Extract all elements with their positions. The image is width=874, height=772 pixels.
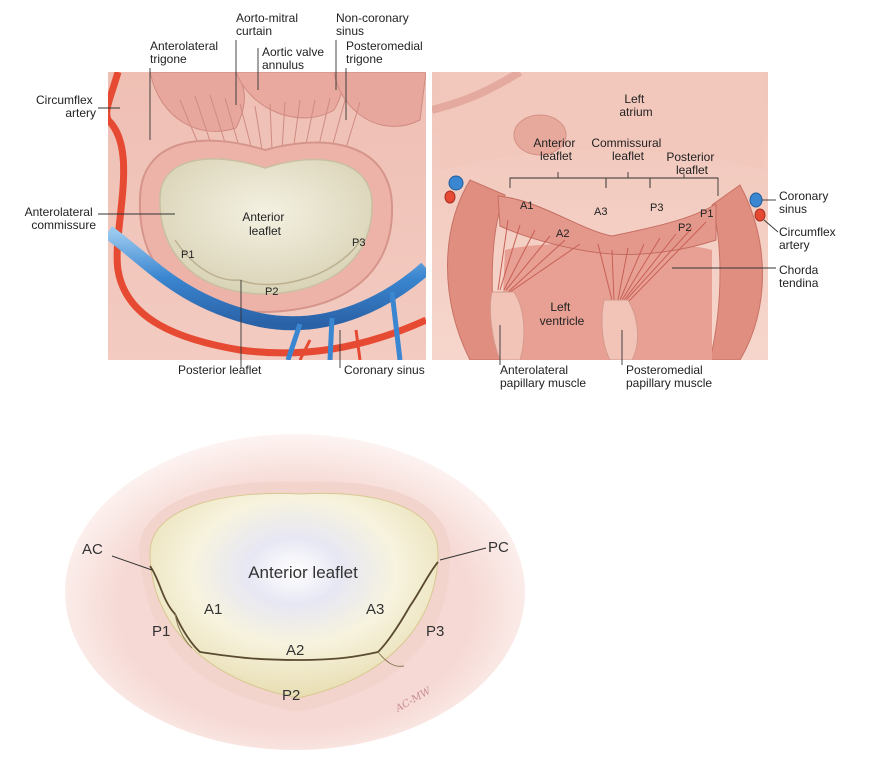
- label-p2-b: P2: [678, 222, 691, 234]
- circumflex-artery-upper: [108, 72, 122, 120]
- circumflex-dot-left: [444, 190, 456, 204]
- scallop-p1: [174, 613, 193, 649]
- surgical-view-panel: Anterior leaflet AC PC A1 A2 A3 P1 P2 P3…: [65, 434, 525, 750]
- label-anterior-leaflet-a: Anterior leaflet: [242, 210, 287, 238]
- label-ac: AC: [82, 541, 103, 558]
- label-coronary-sinus-b: Coronary sinus: [779, 189, 832, 216]
- leader-ac: [111, 555, 153, 571]
- posteromedial-papillary-muscle: [601, 299, 639, 360]
- label-p3-a: P3: [352, 237, 365, 249]
- chordae-tendineae: [497, 219, 707, 303]
- scallop-p3: [377, 651, 405, 667]
- leader-circumflex-b: [763, 219, 779, 233]
- label-posterior-leaflet-b: Posterior leaflet: [666, 150, 717, 177]
- label-circumflex-artery-a: Circumflex artery: [36, 93, 96, 120]
- coronary-sinus-dot-right: [749, 192, 763, 208]
- anterior-leaflet: [159, 158, 373, 295]
- label-p3-b: P3: [650, 202, 663, 214]
- coronary-sinus-vessel: [108, 226, 426, 331]
- label-a3-b: A3: [594, 206, 607, 218]
- label-posterior-leaflet: Posterior leaflet: [178, 363, 262, 377]
- label-posteromedial-papillary: Posteromedial papillary muscle: [626, 363, 712, 390]
- label-posteromedial-trigone: Posteromedial trigone: [346, 39, 426, 66]
- label-commissural-leaflet: Commissural leaflet: [591, 136, 664, 163]
- label-anterior-leaflet-c: Anterior leaflet: [248, 563, 358, 582]
- label-p3-c: P3: [426, 623, 444, 640]
- coronary-sinus-branches: [285, 291, 403, 360]
- label-aorto-mitral-curtain: Aorto-mitral curtain: [236, 11, 301, 38]
- annulus-top-view-panel: Aorto-mitral curtain Non-coronary sinus …: [25, 11, 426, 377]
- label-a2-c: A2: [286, 642, 304, 659]
- anterolateral-papillary-muscle: [489, 291, 525, 360]
- label-p1-b: P1: [700, 208, 713, 220]
- label-anterolateral-commissure: Anterolateral commissure: [25, 205, 97, 232]
- label-pc: PC: [488, 539, 509, 556]
- label-anterolateral-papillary: Anterolateral papillary muscle: [500, 363, 586, 390]
- leader-pc: [439, 547, 487, 561]
- posterior-scallop-lines: [174, 237, 363, 286]
- atrial-orifice: [513, 114, 567, 156]
- label-left-atrium: Left atrium: [619, 92, 652, 119]
- coronary-sinus-dot-left: [448, 175, 464, 191]
- label-chorda-tendina: Chorda tendina: [779, 263, 822, 290]
- label-a1-c: A1: [204, 601, 222, 618]
- aortic-cusp-right: [333, 72, 426, 127]
- label-p1-a: P1: [181, 249, 194, 261]
- label-a2-b: A2: [556, 228, 569, 240]
- label-non-coronary-sinus: Non-coronary sinus: [336, 11, 412, 38]
- cross-section-panel: Left atrium Anterior leaflet Commissural…: [432, 72, 839, 390]
- bracket-posterior-leaflet: [649, 174, 719, 196]
- label-circumflex-artery-b: Circumflex artery: [779, 225, 839, 252]
- label-p1-c: P1: [152, 623, 170, 640]
- pulmonary-vein: [432, 72, 523, 114]
- label-p2-c: P2: [282, 687, 300, 704]
- label-a1-b: A1: [520, 200, 533, 212]
- label-aortic-valve-annulus: Aortic valve annulus: [262, 45, 327, 72]
- label-p2-a: P2: [265, 286, 278, 298]
- circumflex-dot-right: [754, 208, 766, 222]
- label-coronary-sinus-a: Coronary sinus: [344, 363, 425, 377]
- circumflex-branches: [298, 329, 362, 360]
- label-left-ventricle: Left ventricle: [540, 300, 585, 328]
- valve-leaflets-c: [149, 492, 439, 699]
- label-a3-c: A3: [366, 601, 384, 618]
- ventricle-wall-right: [709, 184, 763, 360]
- label-anterolateral-trigone: Anterolateral trigone: [150, 39, 221, 66]
- label-anterior-leaflet-b: Anterior leaflet: [533, 136, 578, 163]
